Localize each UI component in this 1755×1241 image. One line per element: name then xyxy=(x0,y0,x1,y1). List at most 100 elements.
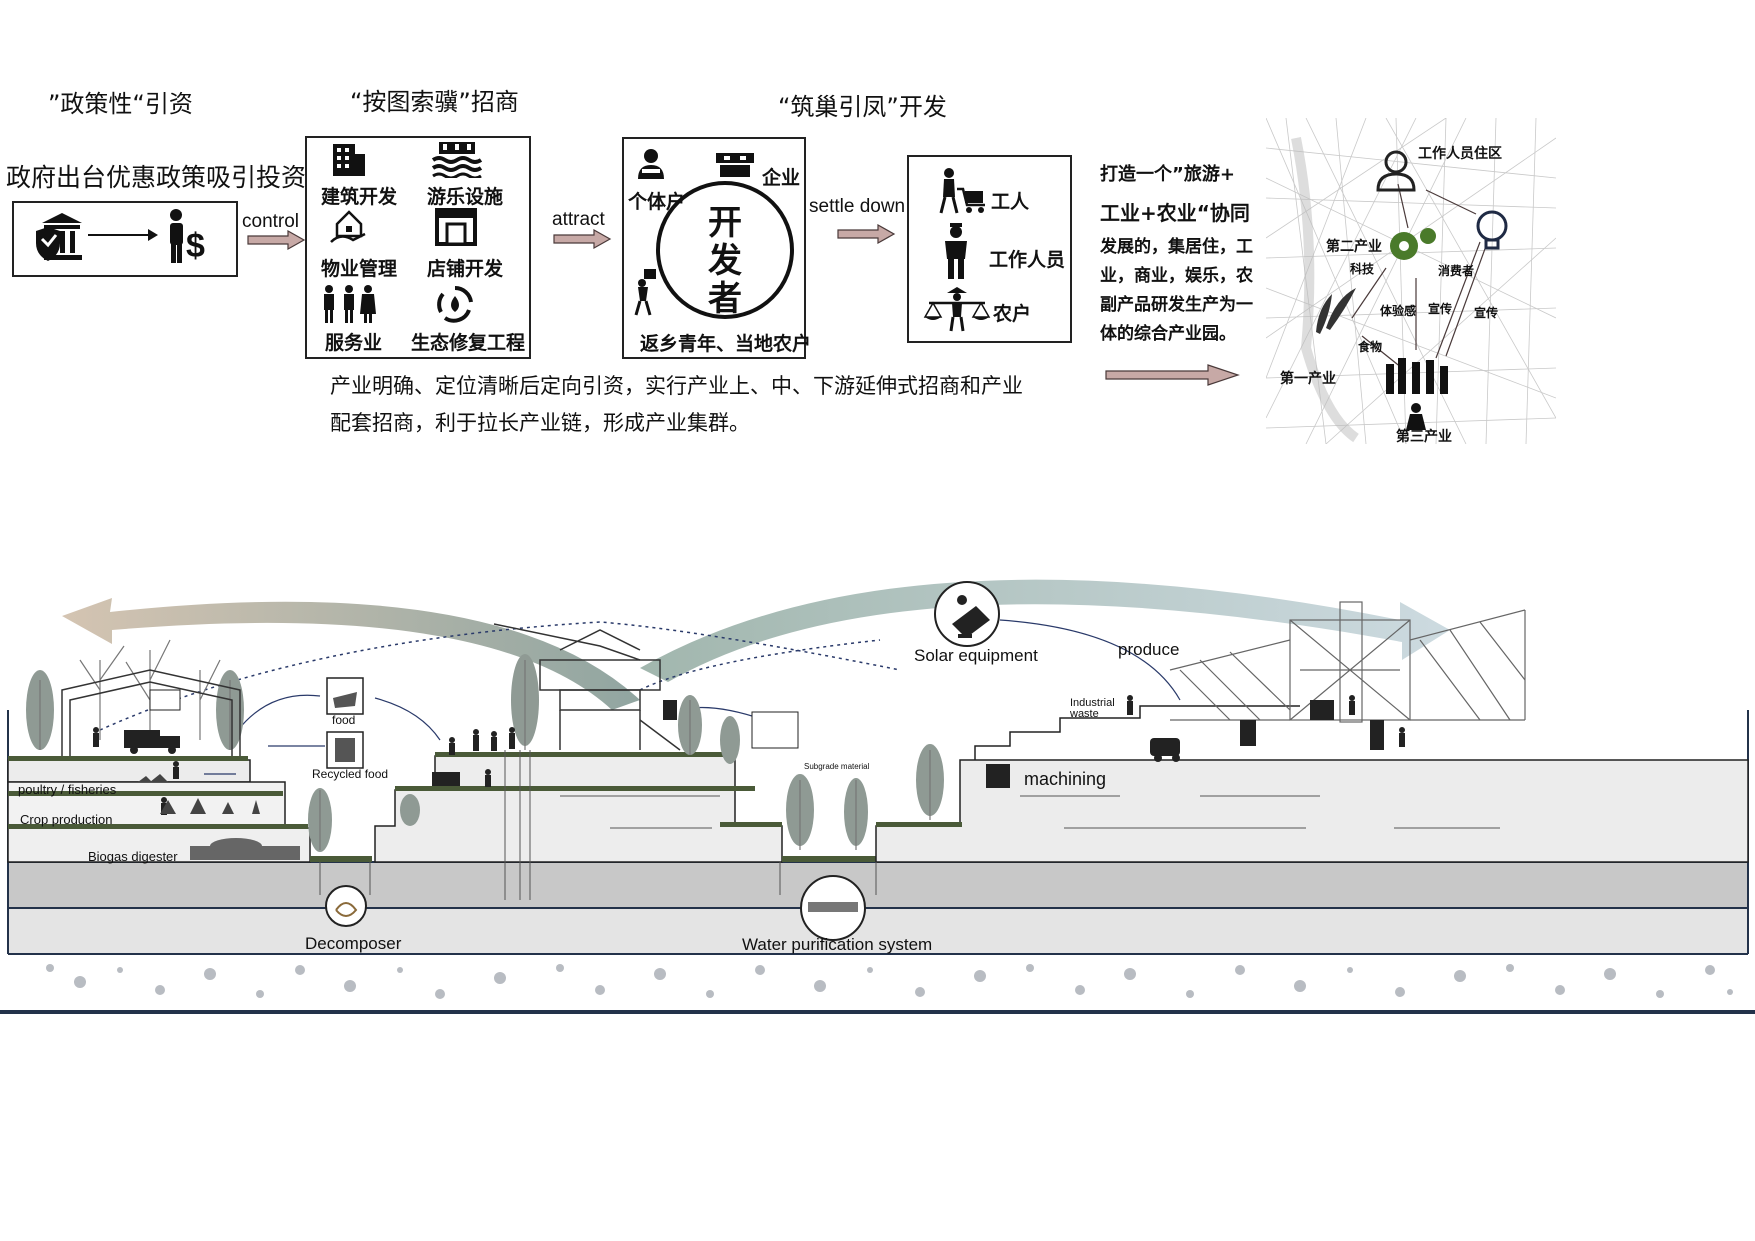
returnee-carry-icon xyxy=(634,269,656,316)
map-label-food: 食物 xyxy=(1358,340,1383,354)
park-text-line-5: 副产品研发生产为一 xyxy=(1100,295,1253,315)
individual-vendor-icon xyxy=(638,149,664,179)
label-returnees: 返乡青年、当地农户 xyxy=(640,333,812,355)
gov-policy-box: $ xyxy=(12,201,238,277)
grass-strip-2 xyxy=(8,791,283,796)
site-section xyxy=(0,579,1755,1014)
arrow-to-map xyxy=(1105,364,1240,386)
building-icon xyxy=(333,144,365,176)
waterpark-icon xyxy=(431,142,483,178)
map-label-residence: 工作人员住区 xyxy=(1418,146,1502,162)
investor-icon: $ xyxy=(170,209,205,265)
chain-text-line-2: 配套招商，利于拉长产业链，形成产业集群。 xyxy=(330,411,750,435)
heading-nest: “筑巢引凤”开发 xyxy=(778,93,947,121)
item-amusement: 游乐设施 xyxy=(427,186,504,208)
label-recycled-food: Recycled food xyxy=(312,767,389,781)
arrow-settle xyxy=(837,224,896,244)
soil-layer-1 xyxy=(8,862,1748,908)
item-property-mgmt: 物业管理 xyxy=(321,258,398,280)
crowd-icon xyxy=(1386,358,1448,430)
staff-icon xyxy=(945,223,967,279)
label-crop: Crop production xyxy=(20,812,113,827)
item-building-dev: 建筑开发 xyxy=(321,186,398,208)
map-label-primary: 第一产业 xyxy=(1280,371,1336,387)
people-farmer: 农户 xyxy=(993,303,1032,325)
developer-char-1: 开 xyxy=(708,203,742,243)
park-text-line-2: 工业+农业“协同 xyxy=(1100,201,1250,225)
arrow-control xyxy=(247,230,306,250)
right-arrow-icon xyxy=(88,229,158,241)
grass-strip-1 xyxy=(8,756,248,761)
decomposer-circle xyxy=(325,885,367,927)
map-label-tertiary: 第三产业 xyxy=(1396,429,1452,444)
label-enterprise: 企业 xyxy=(762,167,801,189)
biogas-digester xyxy=(190,838,300,860)
gravel-layer xyxy=(46,964,1733,999)
park-text-line-6: 体的综合产业园。 xyxy=(1100,324,1236,344)
label-biogas: Biogas digester xyxy=(88,849,178,864)
eco-restore-icon xyxy=(437,285,473,323)
wheat-icon xyxy=(1316,288,1356,334)
arrow-attract xyxy=(553,229,612,249)
map-label-experience: 体验感 xyxy=(1380,304,1417,318)
property-hand-icon xyxy=(330,210,366,243)
soil-layer-2 xyxy=(8,908,1748,954)
item-shop-dev: 店铺开发 xyxy=(427,258,504,280)
park-text-line-1: 打造一个”旅游+ xyxy=(1100,164,1235,185)
label-food: food xyxy=(332,713,356,727)
big-arrow-right xyxy=(640,579,1450,682)
label-water-purification: Water purification system xyxy=(742,935,933,954)
machinery-icons xyxy=(432,700,1384,788)
developer-circle xyxy=(656,181,794,319)
middle-hill xyxy=(374,755,783,863)
solar-panel-icon xyxy=(952,595,990,638)
park-text-line-3: 发展的，集居住，工 xyxy=(1100,237,1253,257)
bank-shield-icon xyxy=(36,213,82,261)
worker-cart-icon xyxy=(939,168,985,214)
map-label-consumer: 消费者 xyxy=(1438,264,1475,278)
farm-house xyxy=(61,669,241,756)
map-label-tech: 科技 xyxy=(1350,262,1375,276)
label-produce: produce xyxy=(1118,640,1180,659)
label-settle-down: settle down xyxy=(809,196,906,217)
heading-map-search: “按图索骥”招商 xyxy=(350,88,519,116)
item-service: 服务业 xyxy=(325,332,383,354)
lightbulb-icon xyxy=(1476,210,1508,250)
people-figures xyxy=(93,695,1405,815)
developer-char-3: 者 xyxy=(708,279,742,319)
label-individual: 个体户 xyxy=(628,191,686,213)
scaffold-structure xyxy=(1169,601,1526,723)
people-worker: 工人 xyxy=(991,191,1030,213)
label-poultry: poultry / fisheries xyxy=(18,782,117,797)
people-staff: 工作人员 xyxy=(989,249,1066,271)
big-arrow-left xyxy=(62,598,640,710)
label-industrial-waste-2: waste xyxy=(1070,708,1099,720)
developer-char-2: 发 xyxy=(708,241,742,281)
residence-people-icon xyxy=(1376,150,1416,192)
svg-text:$: $ xyxy=(186,227,205,265)
developer-box: 开 发 者 个体户 企业 返乡青年、当地农户 xyxy=(622,137,811,359)
central-tower xyxy=(493,623,681,751)
item-eco-restore: 生态修复工程 xyxy=(411,332,526,354)
grass-strip-3 xyxy=(8,824,308,829)
label-subgrade: Subgrade material xyxy=(804,762,870,771)
truck-icon xyxy=(124,730,180,754)
industry-map-mesh xyxy=(1266,118,1556,444)
chain-text-line-1: 产业明确、定位清晰后定向引资，实行产业上、中、下游延伸式招商和产业 xyxy=(330,374,1023,398)
heading-policy: ”政策性“引资 xyxy=(48,90,193,118)
label-solar: Solar equipment xyxy=(914,646,1038,665)
service-people-icon xyxy=(324,285,376,323)
map-label-promo-1: 宣传 xyxy=(1428,302,1453,316)
label-decomposer: Decomposer xyxy=(305,934,402,953)
label-control: control xyxy=(242,211,300,232)
people-box: 工人 工作人员 农户 xyxy=(907,155,1072,343)
map-label-promo-2: 宣传 xyxy=(1474,306,1499,320)
farmer-scale-icon xyxy=(923,287,991,332)
enterprise-icon xyxy=(716,153,754,177)
gov-text: 政府出台优惠政策吸引投资者。 xyxy=(6,163,357,192)
park-text-line-4: 业，商业，娱乐，农 xyxy=(1100,266,1253,286)
invest-box: 建筑开发 游乐设施 物业管理 店铺开发 服务业 生态修复工程 xyxy=(305,136,531,359)
shop-icon xyxy=(435,208,477,246)
map-label-secondary: 第二产业 xyxy=(1326,239,1382,255)
label-attract: attract xyxy=(552,209,605,230)
